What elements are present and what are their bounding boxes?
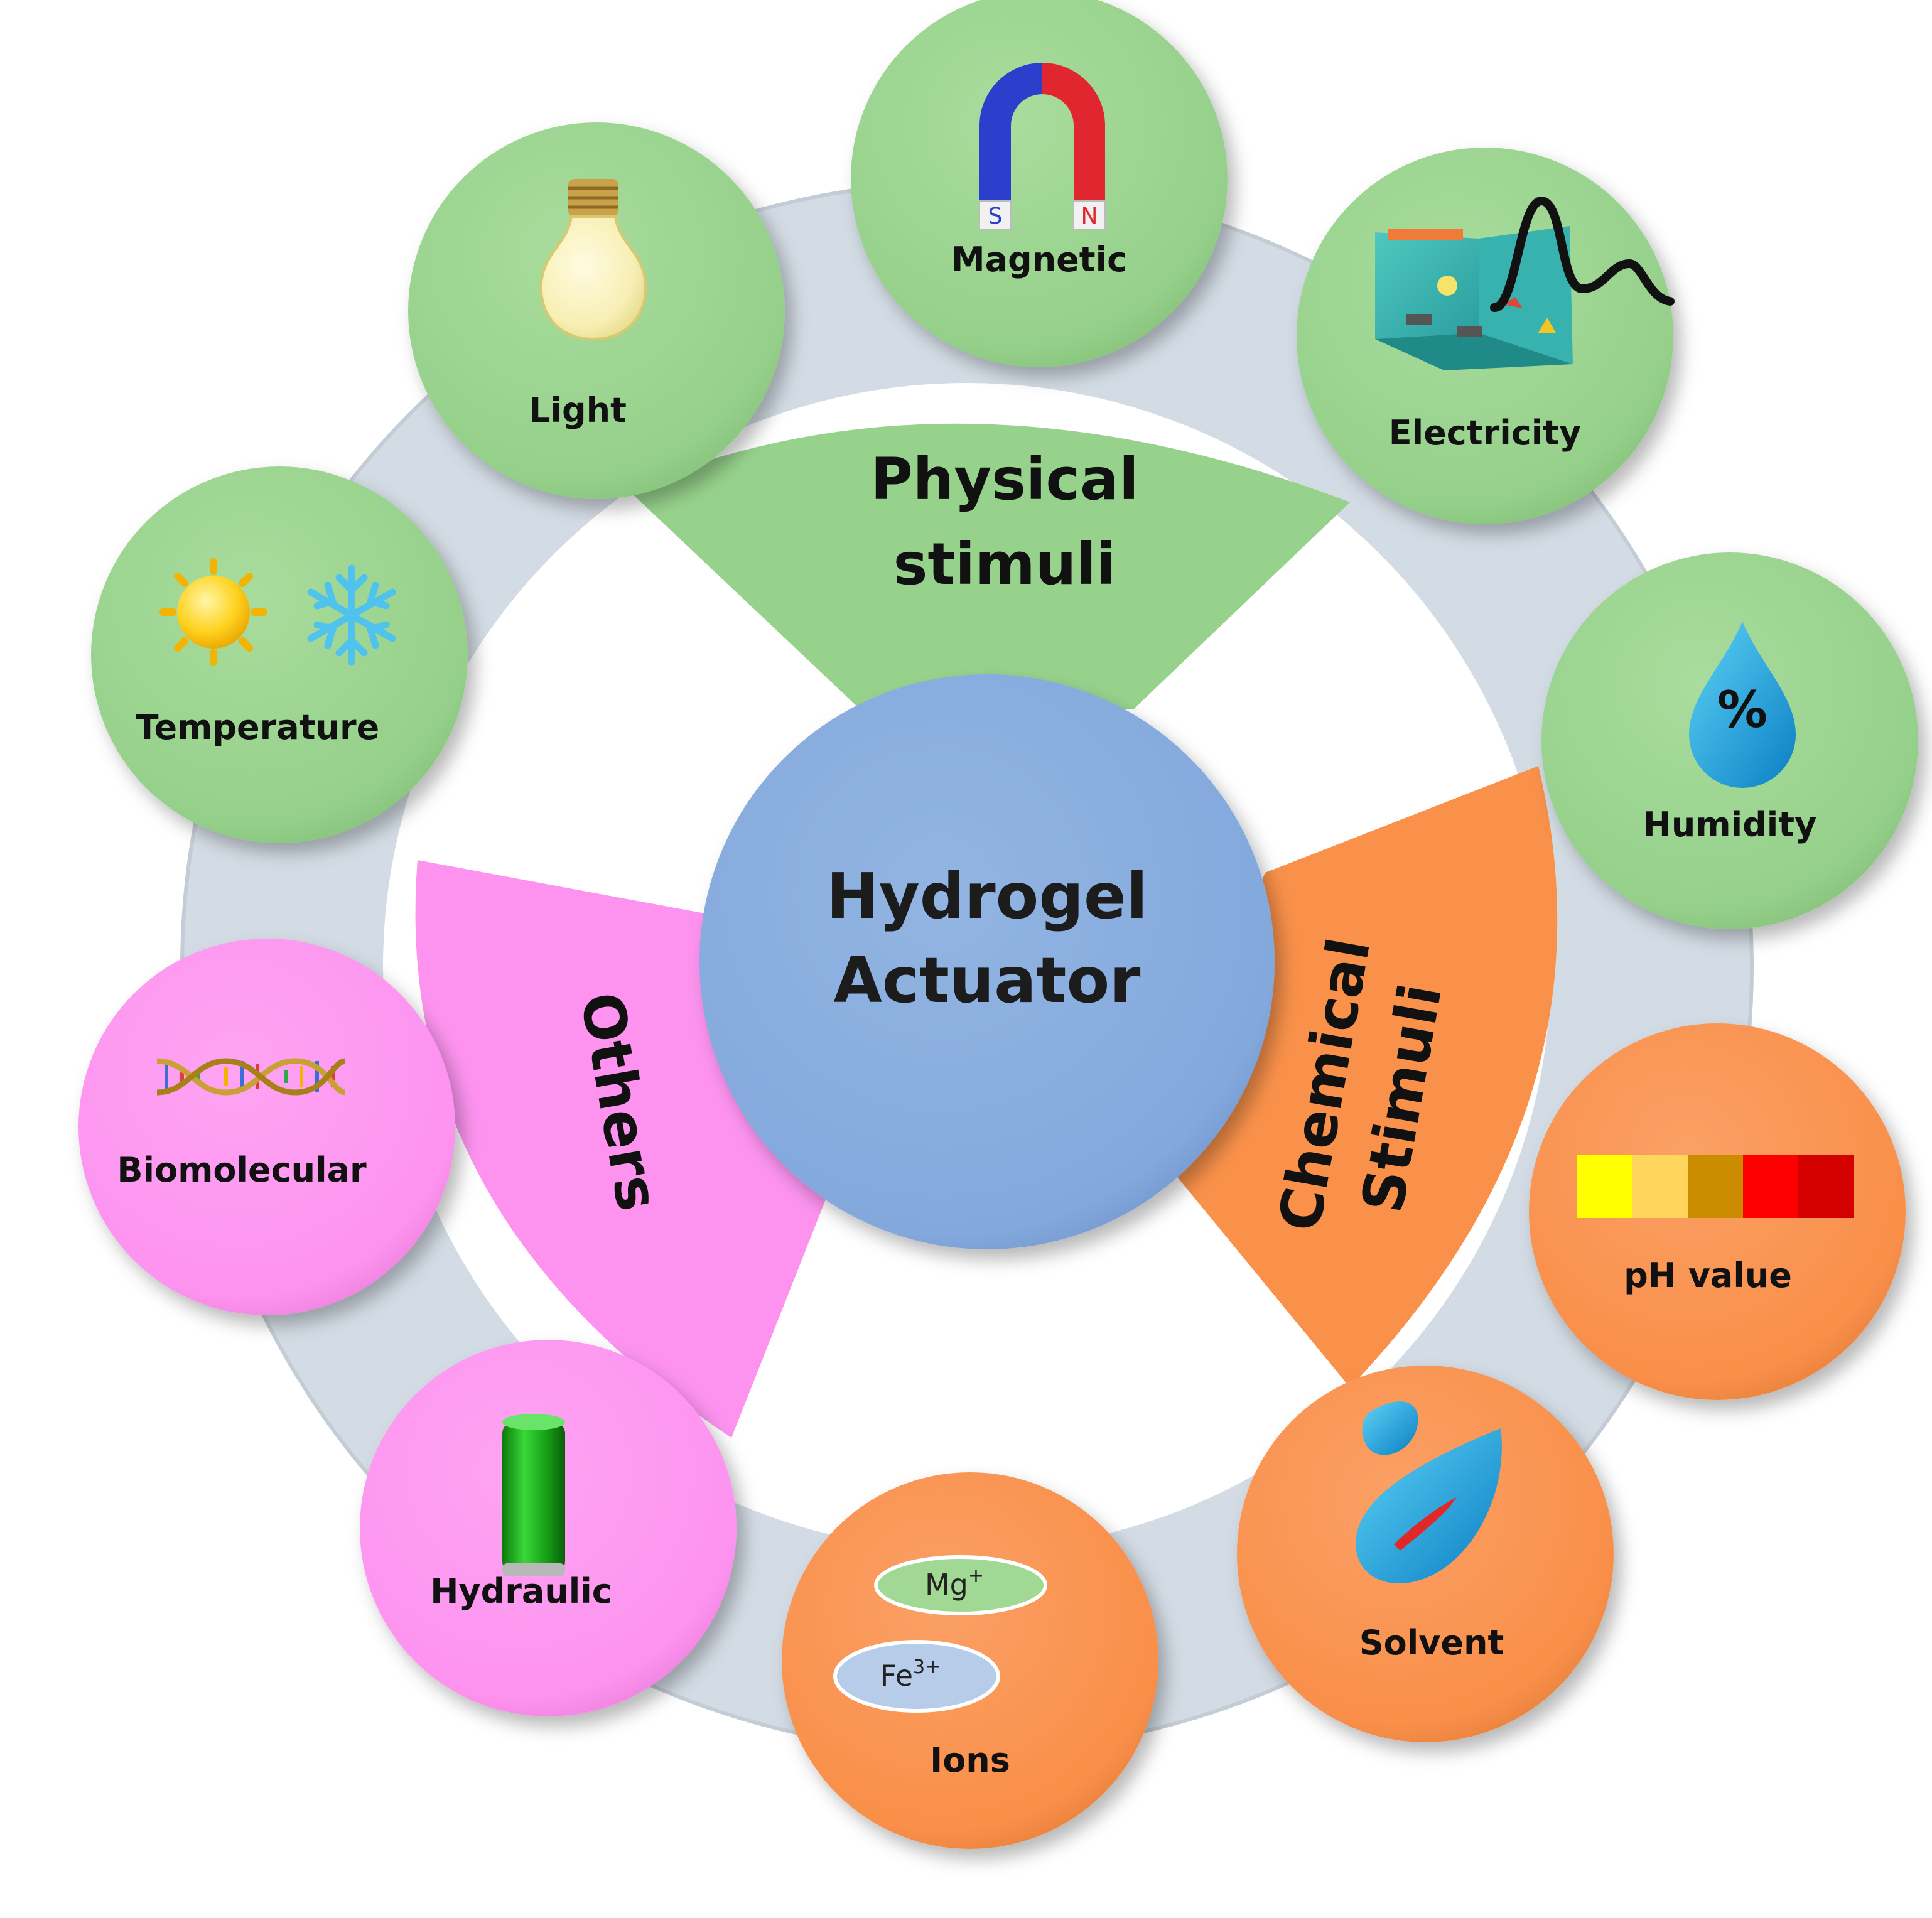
fe-ion-icon: Fe3+ xyxy=(833,1640,1000,1713)
node-biomolecular-label: Biomolecular xyxy=(117,1150,367,1190)
node-ph-value-label: pH value xyxy=(1624,1256,1792,1295)
node-humidity: % Humidity xyxy=(1541,552,1918,929)
svg-text:Fe3+: Fe3+ xyxy=(880,1656,941,1693)
fe-ion-charge: 3+ xyxy=(913,1656,941,1678)
physical-stimuli-line1: Physical xyxy=(870,446,1138,513)
node-magnetic-label: Magnetic xyxy=(951,240,1127,279)
light-bulb-icon xyxy=(539,179,647,341)
node-solvent-label: Solvent xyxy=(1359,1623,1504,1662)
ph-scale-icon xyxy=(1577,1155,1854,1218)
dna-icon xyxy=(156,1058,346,1096)
center-title-line2: Actuator xyxy=(834,944,1141,1017)
mg-ion-symbol: Mg xyxy=(925,1568,968,1602)
mg-ion-charge: + xyxy=(968,1565,984,1587)
mg-ion-icon: Mg+ xyxy=(874,1555,1047,1615)
node-magnetic: S N Magnetic xyxy=(851,0,1228,367)
svg-text:Mg+: Mg+ xyxy=(925,1565,984,1602)
snowflake-icon xyxy=(307,564,396,666)
node-ions: Mg+ Fe3+ Ions xyxy=(782,1472,1158,1849)
sun-icon xyxy=(159,558,267,666)
solvent-drops-icon xyxy=(1356,1401,1502,1584)
node-humidity-label: Humidity xyxy=(1643,805,1817,844)
node-electricity-label: Electricity xyxy=(1389,413,1582,453)
node-hydraulic: Hydraulic xyxy=(360,1340,737,1716)
fe-ion-symbol: Fe xyxy=(880,1659,913,1693)
magnet-n-label: N xyxy=(1081,203,1098,229)
center-title-line1: Hydrogel xyxy=(826,859,1148,933)
node-electricity: Electricity xyxy=(1297,148,1675,524)
node-ions-label: Ions xyxy=(930,1740,1010,1780)
node-solvent: Solvent xyxy=(1237,1366,1614,1742)
magnet-s-label: S xyxy=(988,203,1003,229)
circuit-board-icon xyxy=(1375,226,1573,370)
physical-stimuli-line2: stimuli xyxy=(893,531,1116,598)
magnet-icon: S N xyxy=(979,63,1106,230)
node-light: Light xyxy=(408,122,785,499)
signal-wave-icon xyxy=(1490,196,1675,312)
battery-icon xyxy=(502,1414,565,1576)
water-drop-icon: % xyxy=(1689,622,1796,788)
center-hub xyxy=(699,674,1275,1249)
node-ph-value: pH value xyxy=(1529,1023,1906,1400)
humidity-percent: % xyxy=(1717,681,1767,739)
node-temperature-label: Temperature xyxy=(136,708,379,747)
node-biomolecular: Biomolecular xyxy=(78,939,455,1315)
node-hydraulic-label: Hydraulic xyxy=(430,1571,612,1611)
node-light-label: Light xyxy=(529,391,627,430)
physical-stimuli-sector xyxy=(628,423,1350,709)
node-temperature: Temperature xyxy=(91,466,468,843)
